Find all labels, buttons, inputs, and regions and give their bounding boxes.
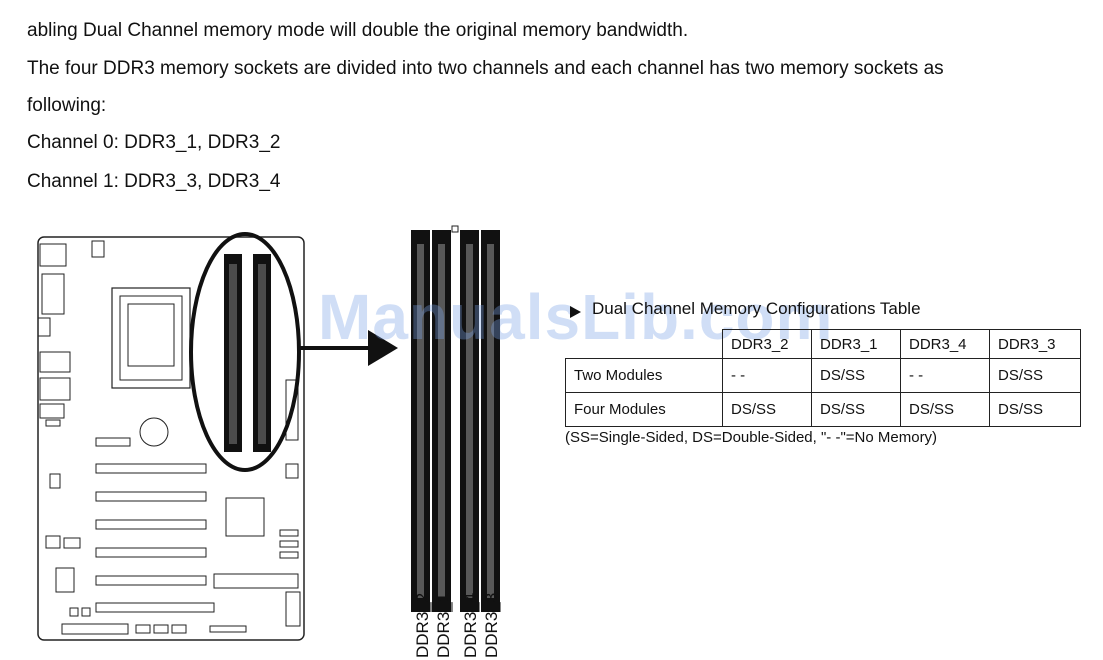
row-label: Two Modules — [565, 358, 723, 393]
board-dimm-slot — [253, 254, 271, 452]
dimm-slot-ddr3-4 — [460, 230, 479, 612]
dimm-slot-ddr3-1 — [432, 230, 451, 612]
header-cell: DDR3_2 — [722, 329, 812, 359]
pci-slot — [95, 575, 207, 586]
board-outline — [37, 236, 305, 641]
dimm-slot-groove — [417, 244, 424, 598]
table-cell: DS/SS — [811, 392, 901, 427]
sata-port — [279, 551, 299, 559]
board-dimm-slot-highlight — [229, 264, 237, 444]
fan-header — [285, 463, 299, 479]
cpu-socket — [111, 287, 191, 389]
pci-slot — [95, 519, 207, 530]
pci-slot — [95, 491, 207, 502]
jumper — [69, 607, 79, 617]
table-cell: DS/SS — [989, 358, 1081, 393]
jumper — [81, 607, 91, 617]
pcie-x16-slot — [95, 463, 207, 474]
dimm-slot-ddr3-3 — [481, 230, 500, 612]
io-port — [39, 351, 71, 373]
header — [61, 623, 129, 635]
chipset — [225, 497, 265, 537]
dimm-slot-ddr3-2 — [411, 230, 430, 612]
sata-port — [279, 529, 299, 537]
power-connector — [91, 240, 105, 258]
chip — [55, 567, 75, 593]
table-cell: DS/SS — [900, 392, 990, 427]
highlight-ellipse — [189, 232, 301, 472]
table-cell: DS/SS — [811, 358, 901, 393]
pcie-x16-slot — [95, 602, 215, 613]
table-cell: - - — [722, 358, 812, 393]
slot-label-ddr3-2: DDR3_2 — [413, 592, 432, 658]
body-line-1: abling Dual Channel memory mode will dou… — [27, 20, 689, 41]
dimm-slot-groove — [487, 244, 494, 598]
config-table-note: (SS=Single-Sided, DS=Double-Sided, "- -"… — [565, 429, 938, 446]
io-port — [39, 243, 67, 267]
header-cell: DDR3_4 — [900, 329, 990, 359]
row-label: Four Modules — [565, 392, 723, 427]
header — [135, 624, 151, 634]
battery — [139, 417, 169, 447]
header-cell: DDR3_1 — [811, 329, 901, 359]
pcie-x1-slot — [95, 437, 131, 447]
body-line-3: following: — [27, 95, 107, 116]
config-table: DDR3_2 DDR3_1 DDR3_4 DDR3_3 Two Modules … — [565, 329, 1081, 427]
header-cell — [565, 329, 723, 359]
io-port — [39, 377, 71, 401]
board-dimm-slot-highlight — [258, 264, 266, 444]
jumper — [45, 535, 61, 549]
ide-connector — [213, 573, 299, 589]
header — [63, 537, 81, 549]
io-port — [39, 403, 65, 419]
channel-0-line: Channel 0: DDR3_1, DDR3_2 — [27, 132, 281, 153]
cpu-socket-core — [127, 303, 175, 367]
table-row: Two Modules - - DS/SS - - DS/SS — [565, 358, 1081, 393]
header-cell: DDR3_3 — [989, 329, 1081, 359]
io-port — [41, 273, 65, 315]
sata-port — [279, 540, 299, 548]
table-cell: - - — [900, 358, 990, 393]
slot-label-ddr3-3: DDR3_3 — [482, 592, 501, 658]
body-line-2: The four DDR3 memory sockets are divided… — [27, 58, 944, 79]
atx-power — [285, 379, 299, 441]
dimm-slot-groove — [438, 244, 445, 598]
slot-label-ddr3-4: DDR3_4 — [461, 592, 480, 658]
header — [153, 624, 169, 634]
io-port — [45, 419, 61, 427]
floppy-connector — [285, 591, 301, 627]
table-cell: DS/SS — [722, 392, 812, 427]
dimm-slot-groove — [466, 244, 473, 598]
slot-marker — [451, 225, 459, 233]
channel-1-line: Channel 1: DDR3_3, DDR3_4 — [27, 171, 281, 192]
pci-slot — [95, 547, 207, 558]
table-cell: DS/SS — [989, 392, 1081, 427]
header — [209, 625, 247, 633]
config-table-header: DDR3_2 DDR3_1 DDR3_4 DDR3_3 — [565, 329, 1081, 359]
config-table-title: Dual Channel Memory Configurations Table — [592, 299, 921, 318]
cpu-socket-inner — [119, 295, 183, 381]
table-row: Four Modules DS/SS DS/SS DS/SS DS/SS — [565, 392, 1081, 427]
board-dimm-slot — [224, 254, 242, 452]
jumper — [49, 473, 61, 489]
pointer-arrow-head — [368, 330, 398, 366]
table-pointer-icon — [570, 306, 581, 318]
header — [171, 624, 187, 634]
io-port — [37, 317, 51, 337]
slot-label-ddr3-1: DDR3_1 — [434, 592, 453, 658]
